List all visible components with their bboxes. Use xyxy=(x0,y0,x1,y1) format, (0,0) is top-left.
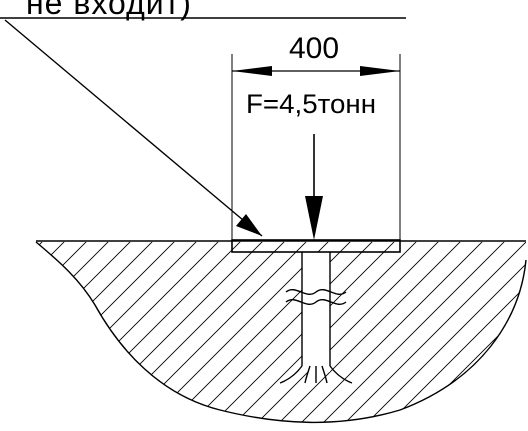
pile-body xyxy=(302,252,330,372)
hatch-line xyxy=(327,242,526,423)
pile-break-line-upper xyxy=(285,289,347,295)
hatch-line xyxy=(239,242,441,423)
dimension-value-text: 400 xyxy=(289,32,339,65)
soil-outline xyxy=(35,241,527,424)
leader-diagonal-line xyxy=(4,19,263,237)
hatch-line xyxy=(195,242,397,423)
hatch-line xyxy=(0,240,22,431)
hatch-line xyxy=(371,242,526,423)
hatch-line xyxy=(36,242,45,423)
dimension-arrow-right xyxy=(360,66,400,76)
pile-base-flare xyxy=(279,365,353,384)
leader-arrowhead xyxy=(236,214,262,236)
hatch-line xyxy=(36,242,67,423)
dimension-arrow-left xyxy=(232,66,272,76)
hatch-line xyxy=(36,242,155,423)
hatch-line xyxy=(36,242,89,423)
soil-hatching xyxy=(0,240,526,431)
hatch-line xyxy=(261,242,463,423)
force-label-text: F=4,5тонн xyxy=(246,89,376,119)
footing-plate xyxy=(231,239,401,253)
hatch-line xyxy=(305,242,507,423)
top-note-text: не входит) xyxy=(26,0,192,21)
force-arrowhead xyxy=(305,196,323,240)
hatch-line xyxy=(36,242,177,423)
hatch-line xyxy=(349,242,526,423)
hatch-line xyxy=(36,242,133,423)
hatch-line xyxy=(459,242,526,423)
hatch-line xyxy=(437,242,526,423)
hatch-line xyxy=(283,242,485,423)
hatch-line xyxy=(393,242,526,423)
hatch-line xyxy=(36,242,111,423)
pile-break-line-lower xyxy=(285,299,347,305)
